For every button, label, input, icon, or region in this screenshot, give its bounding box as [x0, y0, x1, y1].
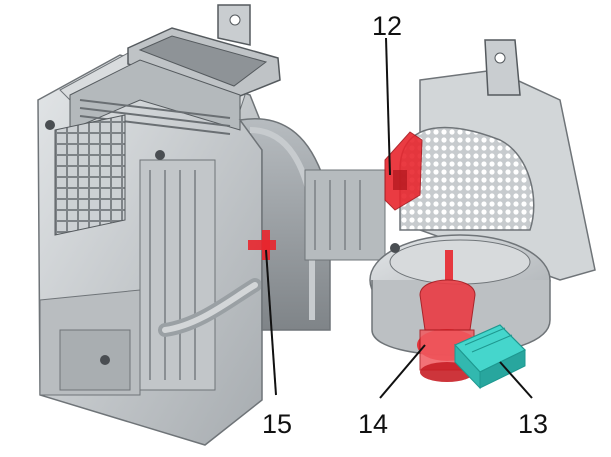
leader-14	[379, 344, 426, 399]
part-15-actuator	[248, 230, 276, 260]
part-12-actuator	[384, 131, 423, 211]
leader-12	[385, 37, 391, 176]
callout-13: 13	[518, 409, 548, 439]
hvac-main-housing	[37, 4, 281, 446]
air-duct	[238, 117, 386, 331]
callout-12: 12	[372, 11, 402, 41]
leader-13	[499, 361, 533, 399]
callout-14: 14	[358, 409, 388, 439]
leader-lines	[265, 37, 533, 399]
callout-15: 15	[262, 409, 292, 439]
leader-15	[265, 249, 277, 396]
part-13-control-module	[453, 324, 527, 390]
